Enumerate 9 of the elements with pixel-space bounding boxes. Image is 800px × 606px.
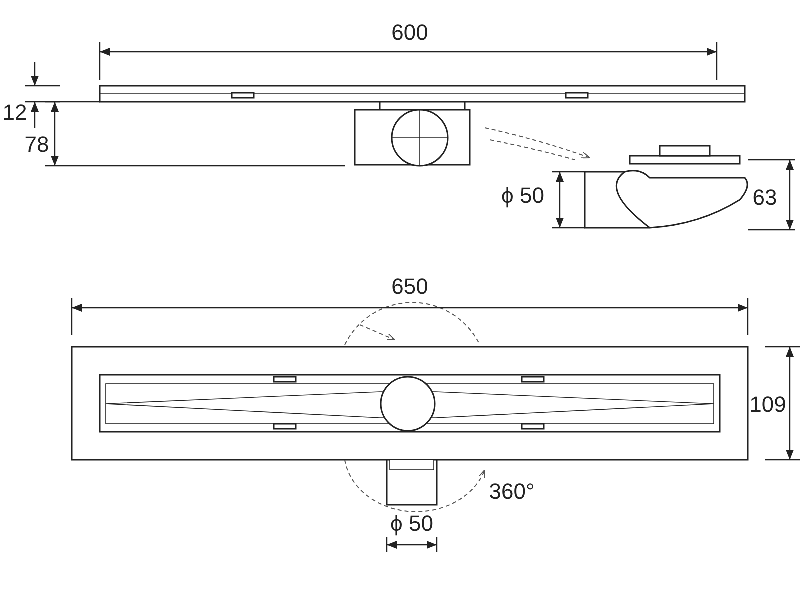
dimension-label: ϕ 50 [390,513,434,535]
dimension-label: 600 [392,22,428,44]
dimension-label: 63 [752,187,778,209]
dimension-label: 78 [24,134,50,156]
dimension-label: 650 [392,276,428,298]
dimension-label: 12 [2,102,28,124]
dimension-label: 109 [750,394,786,416]
dimension-label: 360° [489,481,535,503]
dimension-label: ϕ 50 [502,185,544,207]
